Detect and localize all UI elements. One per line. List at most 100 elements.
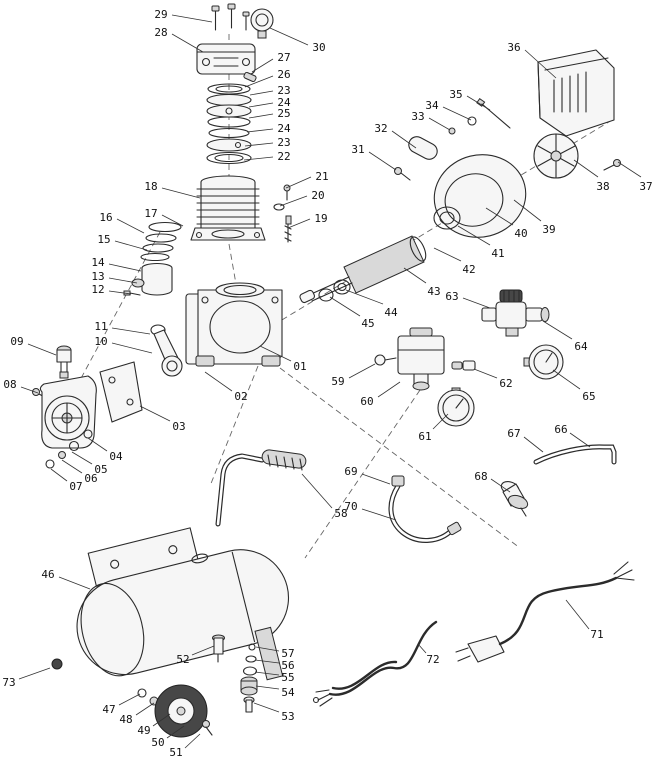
fitting-59 [374,354,397,366]
labels-layer: 2928302726232425242322363534333231212019… [2,8,652,759]
axle-bolt [202,720,210,728]
part-label-27: 27 [277,51,290,64]
part-label-61: 61 [418,430,431,443]
discharge-hose [388,475,462,543]
part-label-28: 28 [154,26,167,39]
leader-line-14 [108,263,142,272]
wheel-assembly [137,684,213,738]
part-label-45: 45 [361,317,374,330]
part-label-43: 43 [427,285,440,298]
handle-grip [261,449,307,471]
wire-harness-72 [312,620,438,707]
leader-line-15 [114,240,148,251]
leader-line-04 [87,437,108,452]
leader-line-67 [523,436,544,453]
part-label-10: 10 [94,335,107,348]
leader-line-33 [428,117,451,131]
leader-line-36 [524,49,557,79]
leader-line-40 [485,207,514,226]
part-label-08: 08 [3,378,16,391]
part-label-52: 52 [176,653,189,666]
leader-line-57 [255,646,280,652]
part-label-07: 07 [69,480,82,493]
leader-line-29 [171,14,213,23]
piston-ring [142,243,174,253]
part-label-55: 55 [281,671,294,684]
leader-line-46 [58,576,91,590]
part-label-23: 23 [277,84,290,97]
part-label-09: 09 [10,335,23,348]
piston-assembly [123,221,182,296]
part-label-54: 54 [281,686,295,699]
leader-line-24 [246,128,274,133]
leader-line-52 [191,645,215,656]
bolt-31 [394,167,411,181]
washer-20 [273,203,285,211]
part-label-35: 35 [449,88,462,101]
part-label-62: 62 [499,377,512,390]
leader-line-72 [417,643,427,654]
part-label-73: 73 [2,676,15,689]
leader-line-53 [253,702,280,713]
piston-ring [145,233,177,243]
ring-55 [242,666,258,676]
leader-line-05 [71,451,93,465]
leader-line-13 [108,277,138,284]
cylinder-head-assembly [196,3,274,83]
tank-port [191,553,209,564]
part-label-01: 01 [293,360,306,373]
part-label-11: 11 [94,320,107,333]
leader-line-47 [118,693,141,706]
leader-line-62 [473,368,498,379]
leader-line-32 [391,130,417,149]
leader-line-63 [462,297,491,309]
leader-line-51 [184,733,201,749]
leader-line-61 [432,413,449,430]
part-label-51: 51 [169,746,182,759]
part-label-25: 25 [277,107,290,120]
regulator [481,289,550,337]
part-label-70: 70 [344,500,357,513]
pump-housing [39,375,97,449]
washer-07 [45,459,55,469]
elbow-fitting [243,71,257,83]
leader-line-45 [329,296,361,317]
part-label-02: 02 [234,390,247,403]
part-label-24: 24 [277,96,291,109]
washer-57 [248,643,256,651]
leader-line-23 [249,90,274,96]
leader-line-37 [617,161,642,178]
leader-line-17 [161,214,184,227]
part-label-72: 72 [426,653,439,666]
part-label-44: 44 [384,306,398,319]
part-label-29: 29 [154,8,167,21]
leader-line-38 [573,159,599,178]
leader-line-20 [279,195,308,207]
leader-line-65 [552,369,581,390]
leader-line-71 [565,599,590,630]
leader-line-60 [377,381,401,398]
leader-line-39 [513,199,542,222]
leader-line-31 [368,151,397,171]
part-label-15: 15 [97,233,110,246]
part-label-65: 65 [582,390,595,403]
rubber-foot [51,658,63,670]
part-label-41: 41 [491,247,504,260]
drain-valve-parts [212,634,258,713]
part-label-31: 31 [351,143,364,156]
valve-19 [285,215,292,225]
nut-06 [58,451,66,459]
leader-line-01 [259,345,292,362]
wrist-pin [131,278,145,288]
leader-line-11 [111,327,151,335]
part-label-57: 57 [281,647,294,660]
leader-line-66 [569,432,591,448]
leader-line-41 [457,225,491,246]
piston-ring [148,221,182,233]
bushing-54 [240,676,258,696]
part-label-71: 71 [590,628,603,641]
stator [433,154,527,238]
leader-line-12 [108,290,132,295]
part-label-37: 37 [639,180,652,193]
